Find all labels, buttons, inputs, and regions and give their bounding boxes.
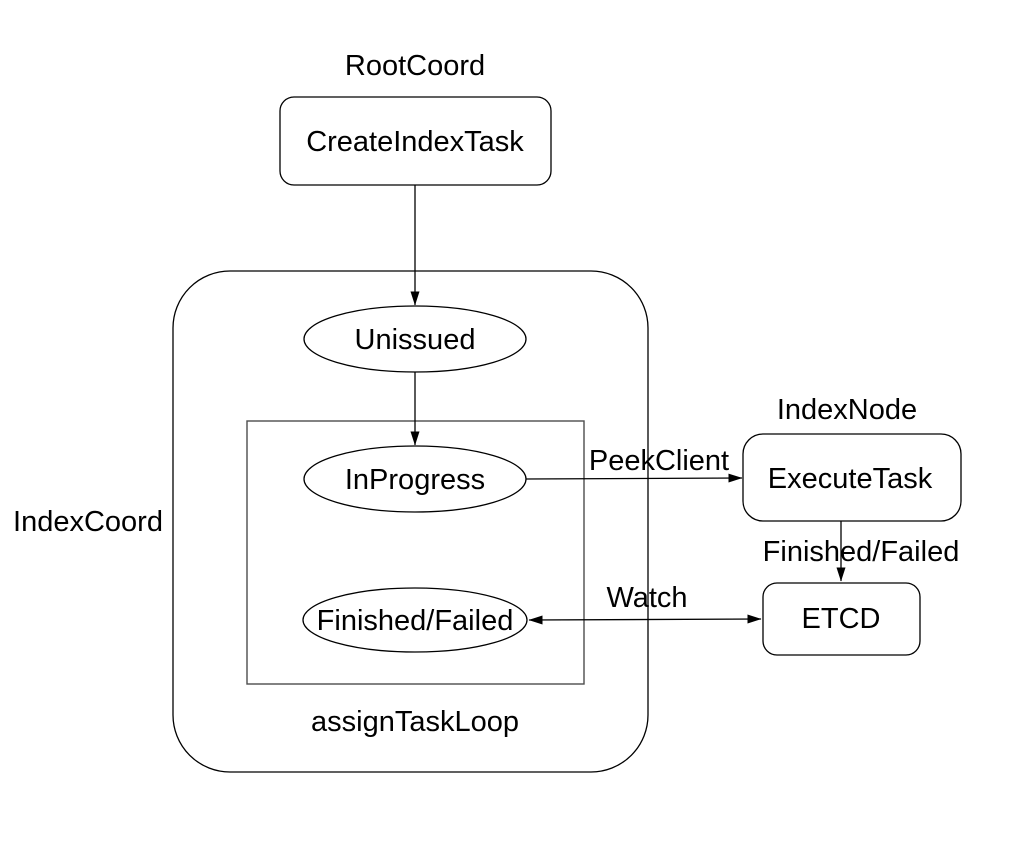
execute-task-label: ExecuteTask (768, 463, 933, 495)
etcd-label: ETCD (802, 603, 881, 635)
finished-failed-state-label: Finished/Failed (317, 605, 514, 637)
index-coord-group-label: IndexCoord (13, 506, 163, 538)
watch-edge-label: Watch (606, 582, 687, 614)
root-coord-group-label: RootCoord (345, 50, 485, 82)
finished-failed-state (302, 587, 528, 653)
unissued-label: Unissued (355, 324, 476, 356)
etcd-node (762, 582, 921, 656)
unissued-state (303, 305, 527, 373)
edge-watch-bidirectional (528, 614, 762, 625)
assign-task-loop-label: assignTaskLoop (311, 706, 519, 738)
in-progress-state (303, 445, 527, 513)
in-progress-label: InProgress (345, 464, 485, 496)
execute-task-node (742, 433, 962, 522)
edge-inprogress-to-executetask (525, 473, 743, 483)
create-index-task-label: CreateIndexTask (306, 126, 524, 158)
index-coord-container (172, 270, 649, 773)
peek-client-edge-label: PeekClient (589, 445, 729, 477)
finished-failed-edge-label: Finished/Failed (763, 536, 960, 568)
index-node-group-label: IndexNode (777, 394, 917, 426)
